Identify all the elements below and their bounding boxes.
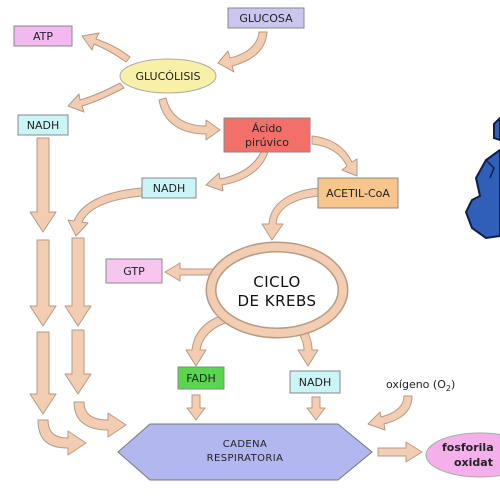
arrow-krebs-to-fadh xyxy=(185,313,229,367)
arrow-col1-seg2 xyxy=(29,239,57,327)
acido-label-line2: pirúvico xyxy=(245,136,289,149)
arrow-acetil-to-krebs xyxy=(261,187,321,241)
krebs-label-line1: CICLO xyxy=(253,273,301,291)
acido-label-line1: Ácido xyxy=(252,122,282,135)
arrow-glucolisis-to-nadh-top xyxy=(67,82,125,113)
node-acetil-coa: ACETIL-CoA xyxy=(317,177,399,209)
nadh-top-label: NADH xyxy=(27,119,60,132)
atp-label: ATP xyxy=(33,30,53,43)
gtp-label: GTP xyxy=(123,265,145,278)
node-acido-piruvico: Ácido pirúvico xyxy=(223,117,311,153)
arrow-glucosa-to-glucolisis xyxy=(217,31,268,73)
arrow-acido-to-acetil xyxy=(311,135,358,177)
arrow-cadena-to-fosforila xyxy=(377,441,423,463)
node-cadena-respiratoria: CADENA RESPIRATORIA xyxy=(117,423,373,481)
node-nadh-top: NADH xyxy=(17,114,69,136)
glucosa-label: GLUCOSA xyxy=(239,12,293,25)
arrow-col1-seg1 xyxy=(29,137,57,233)
nadh-mid-label: NADH xyxy=(153,182,186,195)
molecule-illustration xyxy=(464,116,500,240)
krebs-label-line2: DE KREBS xyxy=(237,292,316,310)
fosforila-label-line2: oxidat xyxy=(454,456,493,469)
node-glucolisis: GLUCÓLISIS xyxy=(119,58,217,94)
krebs-cycle: CICLO DE KREBS xyxy=(205,241,349,339)
arrow-acido-to-nadh-mid xyxy=(205,149,269,192)
arrow-nadh-bottom-to-cadena xyxy=(306,396,326,421)
node-glucosa: GLUCOSA xyxy=(227,7,305,29)
oxigeno-text: oxígeno (O xyxy=(386,378,446,391)
fadh-label: FADH xyxy=(186,372,216,385)
glucolisis-label: GLUCÓLISIS xyxy=(135,70,200,83)
oxigeno-close: ) xyxy=(451,378,455,391)
arrow-col2-seg1 xyxy=(64,237,92,327)
arrow-col1-to-cadena xyxy=(37,419,87,456)
node-atp: ATP xyxy=(13,25,73,47)
node-fadh: FADH xyxy=(177,366,225,390)
node-oxigeno: oxígeno (O2) xyxy=(386,378,455,393)
arrow-fadh-to-cadena xyxy=(186,394,206,421)
arrow-nadh-mid-to-column xyxy=(67,187,143,237)
nadh-bottom-label: NADH xyxy=(299,376,332,389)
node-nadh-bottom: NADH xyxy=(289,370,341,394)
acetil-label: ACETIL-CoA xyxy=(326,187,390,200)
node-nadh-mid: NADH xyxy=(141,177,197,199)
arrow-col2-seg2 xyxy=(64,329,92,395)
fosforila-label-line1: fosforila xyxy=(442,441,494,454)
node-gtp: GTP xyxy=(105,258,163,284)
arrow-col1-seg3 xyxy=(29,331,57,415)
cadena-label-line1: CADENA xyxy=(223,439,268,450)
arrow-glucolisis-to-atp xyxy=(81,32,131,63)
arrow-glucolisis-to-acido xyxy=(158,97,221,141)
arrow-col2-to-cadena xyxy=(73,401,127,438)
node-fosforilacion-oxidativa: fosforila oxidat xyxy=(425,432,500,478)
arrow-oxigeno-to-cadena xyxy=(367,395,413,431)
oxigeno-subscript: 2 xyxy=(446,384,451,393)
cadena-label-line2: RESPIRATORIA xyxy=(207,453,284,464)
oxigeno-label: oxígeno (O2) xyxy=(386,378,455,393)
